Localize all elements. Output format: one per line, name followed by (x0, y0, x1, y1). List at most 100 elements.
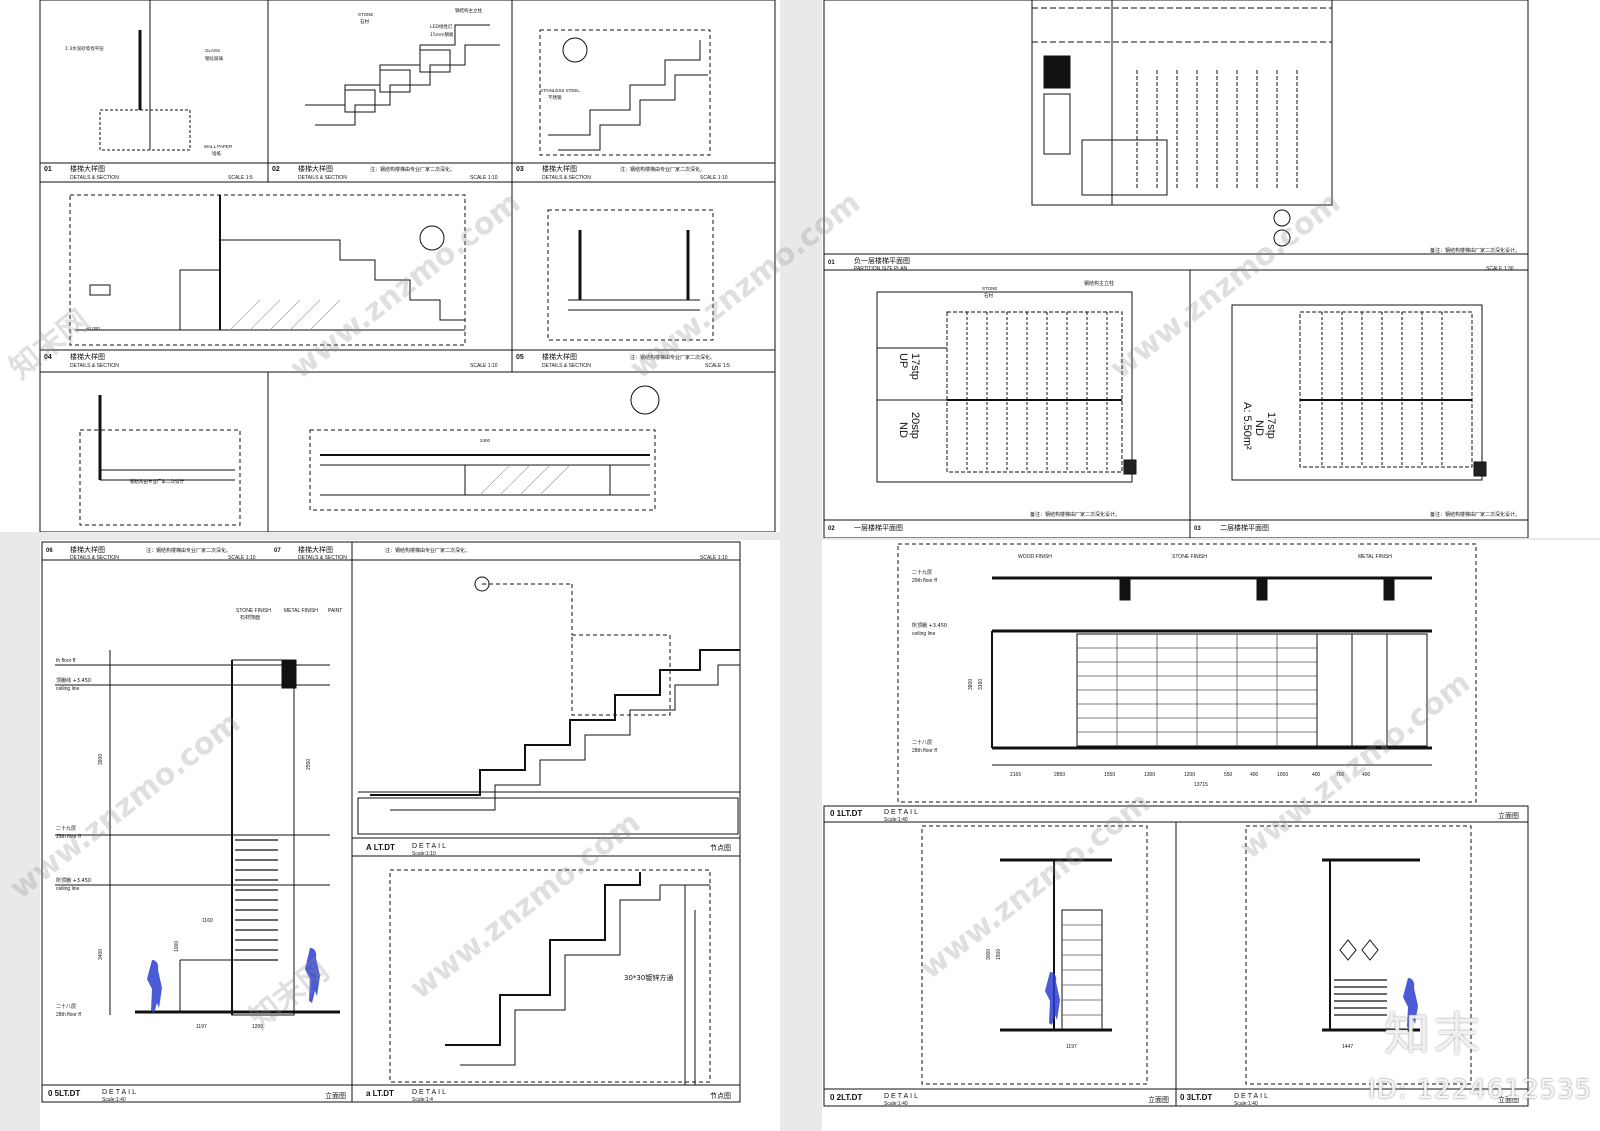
elev-br-ref: 0 3LT.DT (1180, 1093, 1212, 1102)
plan-03-area: A: 5.50m² (1241, 402, 1253, 450)
label-steel-note: 钢结构由专业厂家二次设计 (130, 478, 184, 485)
br-stone-label: STONE FINISH (1172, 554, 1207, 560)
br-level-2: 所顶棚 +3.450 (912, 622, 947, 629)
panel-05-note: 注：钢结构楼梯由专业厂家二次深化。 (630, 354, 715, 361)
finish-label: STONE FINISH (236, 608, 271, 614)
panel-02-num: 02 (272, 166, 280, 173)
plan-03-nd: ND (1253, 420, 1265, 436)
panel-06-scale: SCALE 1:10 (228, 555, 256, 561)
panel-04-title: 楼梯大样图 (70, 352, 105, 361)
plan-03-stp: 17stp (1265, 412, 1277, 439)
dim-3400: 3400 (98, 949, 104, 960)
br-dim-6: 400 (1250, 772, 1259, 778)
elev-bl-title: 立面图 (1148, 1095, 1169, 1104)
panel-04-scale: SCALE 1:10 (470, 363, 498, 369)
plan-02-num: 02 (828, 526, 835, 532)
label-wallpaper: WALL PAPER (204, 144, 233, 149)
panel-03-num: 03 (516, 166, 524, 173)
elev-ref: 0 5LT.DT (48, 1089, 80, 1098)
elev-br-scale: Scale:1:40 (1234, 1101, 1258, 1107)
br-level-5: 28th floor ff (912, 748, 938, 754)
panel-07-scale: SCALE 1:10 (700, 555, 728, 561)
label-stone-cn: 石材 (360, 18, 369, 25)
sheet-stair-details-top-left: 01 楼梯大样图 DETAILS & SECTION SCALE 1:5 02 … (0, 0, 780, 532)
elev-title: 立面图 (325, 1091, 346, 1100)
br-dim-8: 400 (1312, 772, 1321, 778)
br-dim-5: 550 (1224, 772, 1233, 778)
label-main-col: 钢结构主立柱 (455, 7, 482, 14)
panel-05-scale: SCALE 1:5 (705, 363, 730, 369)
plan-top-num: 01 (828, 260, 835, 266)
node-a-ref: A LT.DT (366, 843, 395, 852)
elev-br-label: DETAIL (1234, 1093, 1270, 1100)
plan-03-title: 二层楼梯平面图 (1220, 523, 1269, 532)
label-plate: 15mm钢板 (430, 31, 454, 38)
panel-05-title: 楼梯大样图 (542, 352, 577, 361)
elev-bl-label: DETAIL (884, 1093, 920, 1100)
sheet-stair-plans-top-right: 01 负一层楼梯平面图 PARTITION SIZE PLAN SCALE 1:… (822, 0, 1600, 538)
label-steel: STAINLESS STEEL (540, 88, 580, 93)
panel-04-num: 04 (44, 354, 52, 361)
panel-01-num: 01 (44, 166, 52, 173)
level-3: 二十九层 (56, 825, 76, 832)
panel-06-subtitle: DETAILS & SECTION (70, 555, 119, 561)
dim-3900: 3900 (98, 754, 104, 765)
plan-02-up: UP (897, 353, 909, 368)
dim-1000: 1000 (174, 941, 180, 952)
level-6: ceiling line (56, 886, 80, 892)
elev-top-ref: 0 1LT.DT (830, 809, 862, 818)
elev-top-scale: Scale:1:40 (884, 817, 908, 823)
br-dim-7: 1950 (1277, 772, 1288, 778)
level-1: 顶棚线 +3.450 (56, 677, 91, 684)
panel-02-note: 注：钢结构楼梯由专业厂家二次深化。 (370, 166, 455, 173)
br-dim-10: 400 (1362, 772, 1371, 778)
br-dim-3: 1300 (1144, 772, 1155, 778)
br-dim-sub2: 1447 (1342, 1044, 1353, 1050)
level-0: th floor ff (56, 658, 76, 664)
label-glass: GLASS (205, 48, 220, 53)
plan-02-stp-nd: 20stp (909, 412, 921, 439)
node-a-title: 节点图 (710, 844, 731, 852)
label-glass-cn: 钢化玻璃 (205, 55, 223, 62)
panel-07-subtitle: DETAILS & SECTION (298, 555, 347, 561)
sheet-elevation-bottom-left: 06 楼梯大样图 DETAILS & SECTION 注：钢结构楼梯由专业厂家二… (40, 540, 780, 1131)
panel-03-title: 楼梯大样图 (542, 164, 577, 173)
dim-2550: 2550 (306, 759, 312, 770)
br-dim-total: 13715 (1194, 782, 1208, 788)
dim-1197: 1197 (196, 1024, 207, 1030)
panel-02-subtitle: DETAILS & SECTION (298, 175, 347, 181)
elevation-drawing: 06 楼梯大样图 DETAILS & SECTION 注：钢结构楼梯由专业厂家二… (41, 541, 741, 1103)
br-dim-4: 1200 (1184, 772, 1195, 778)
panel-01-scale: SCALE 1:5 (228, 175, 253, 181)
scale-figure-icons-right (1045, 972, 1418, 1029)
elev-top-title: 立面图 (1498, 811, 1519, 820)
br-dim-v3: 1500 (996, 949, 1002, 960)
elev-top-label: DETAIL (884, 809, 920, 816)
plan-stone-label-cn: 石材 (984, 292, 993, 299)
panel-05-subtitle: DETAILS & SECTION (542, 363, 591, 369)
panel-07-num: 07 (274, 548, 281, 554)
panel-03-subtitle: DETAILS & SECTION (542, 175, 591, 181)
plan-top-title: 负一层楼梯平面图 (854, 256, 910, 265)
plan-03-num: 03 (1194, 526, 1201, 532)
level-4: 29th floor ff (56, 834, 82, 840)
metal-label: METAL FINISH (284, 608, 318, 614)
panel-03-note: 注：钢结构楼梯由专业厂家二次深化。 (620, 166, 705, 173)
br-wood-label: WOOD FINISH (1018, 554, 1052, 560)
dim-1160: 1160 (202, 918, 213, 924)
elev-br-title: 立面图 (1498, 1095, 1519, 1104)
stair-details-drawing: 01 楼梯大样图 DETAILS & SECTION SCALE 1:5 02 … (39, 0, 776, 532)
br-dim-1: 2850 (1054, 772, 1065, 778)
panel-07-title: 楼梯大样图 (298, 545, 333, 554)
level-2: ceiling line (56, 686, 80, 692)
finish-label-cn: 石材饰面 (240, 614, 260, 621)
label-stone: STONE (358, 12, 373, 17)
label-wallpaper-cn: 墙纸 (212, 150, 221, 157)
scale-figure-icons (147, 948, 320, 1013)
level-8: 28th floor ff (56, 1012, 82, 1018)
elev-bl-ref: 0 2LT.DT (830, 1093, 862, 1102)
br-level-1: 29th floor ff (912, 578, 938, 584)
label-steel-cn: 不锈钢 (548, 94, 562, 101)
panel-06-note: 注：钢结构楼梯由专业厂家二次深化。 (146, 547, 231, 554)
node-a-label: DETAIL (412, 843, 448, 850)
